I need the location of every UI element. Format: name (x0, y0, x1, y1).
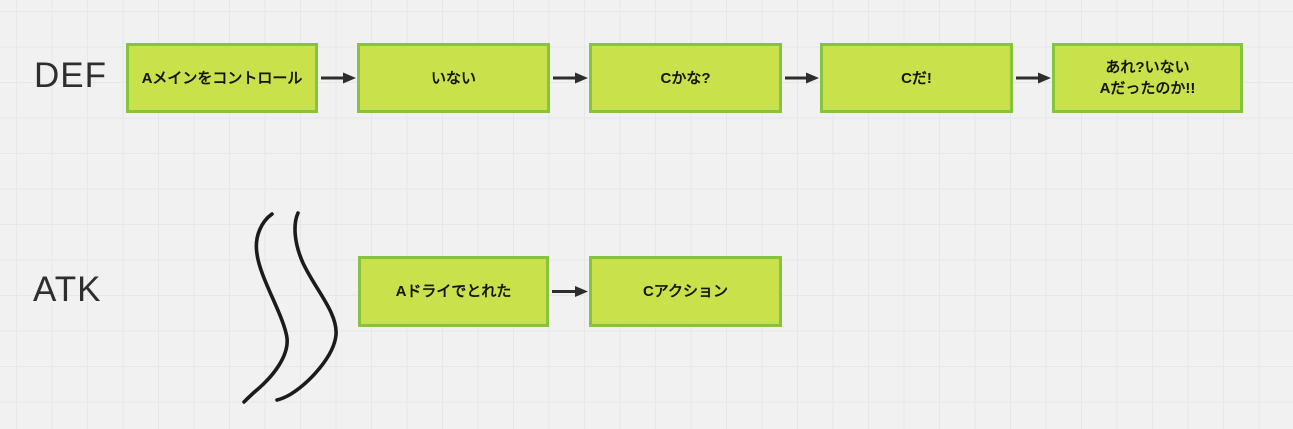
arrow-connector-def-2[interactable] (553, 72, 588, 84)
arrow-connector-atk-1[interactable] (552, 286, 588, 297)
freehand-squiggle-left[interactable] (242, 212, 289, 404)
arrow-connector-def-1[interactable] (321, 72, 356, 84)
flow-node-def-1[interactable]: Aメインをコントロール (126, 43, 318, 113)
row-label-atk[interactable]: ATK (33, 270, 102, 309)
flow-node-label: あれ?いない (1105, 59, 1190, 76)
flow-node-label: Cアクション (642, 283, 729, 300)
flow-node-label: Aメインをコントロール (141, 69, 303, 87)
flow-node-def-5[interactable]: あれ?いない Aだったのか!! (1052, 43, 1243, 113)
arrow-connector-def-3[interactable] (785, 72, 819, 84)
flow-node-label: Cかな? (660, 69, 711, 87)
flow-node-label: いない (430, 69, 476, 87)
flow-node-atk-2[interactable]: Cアクション (589, 256, 782, 327)
row-label-def[interactable]: DEF (34, 56, 107, 95)
flow-node-atk-1[interactable]: Aドライでとれた (358, 256, 549, 327)
freehand-squiggle-right[interactable] (275, 211, 338, 402)
flow-node-label: Aドライでとれた (395, 283, 512, 300)
arrow-connector-def-4[interactable] (1016, 72, 1051, 84)
flow-node-def-3[interactable]: Cかな? (589, 43, 782, 113)
flow-node-def-2[interactable]: いない (357, 43, 550, 113)
flow-node-label: Cだ! (901, 69, 932, 87)
flow-node-label: Aだったのか!! (1099, 80, 1196, 97)
flow-node-def-4[interactable]: Cだ! (820, 43, 1013, 113)
